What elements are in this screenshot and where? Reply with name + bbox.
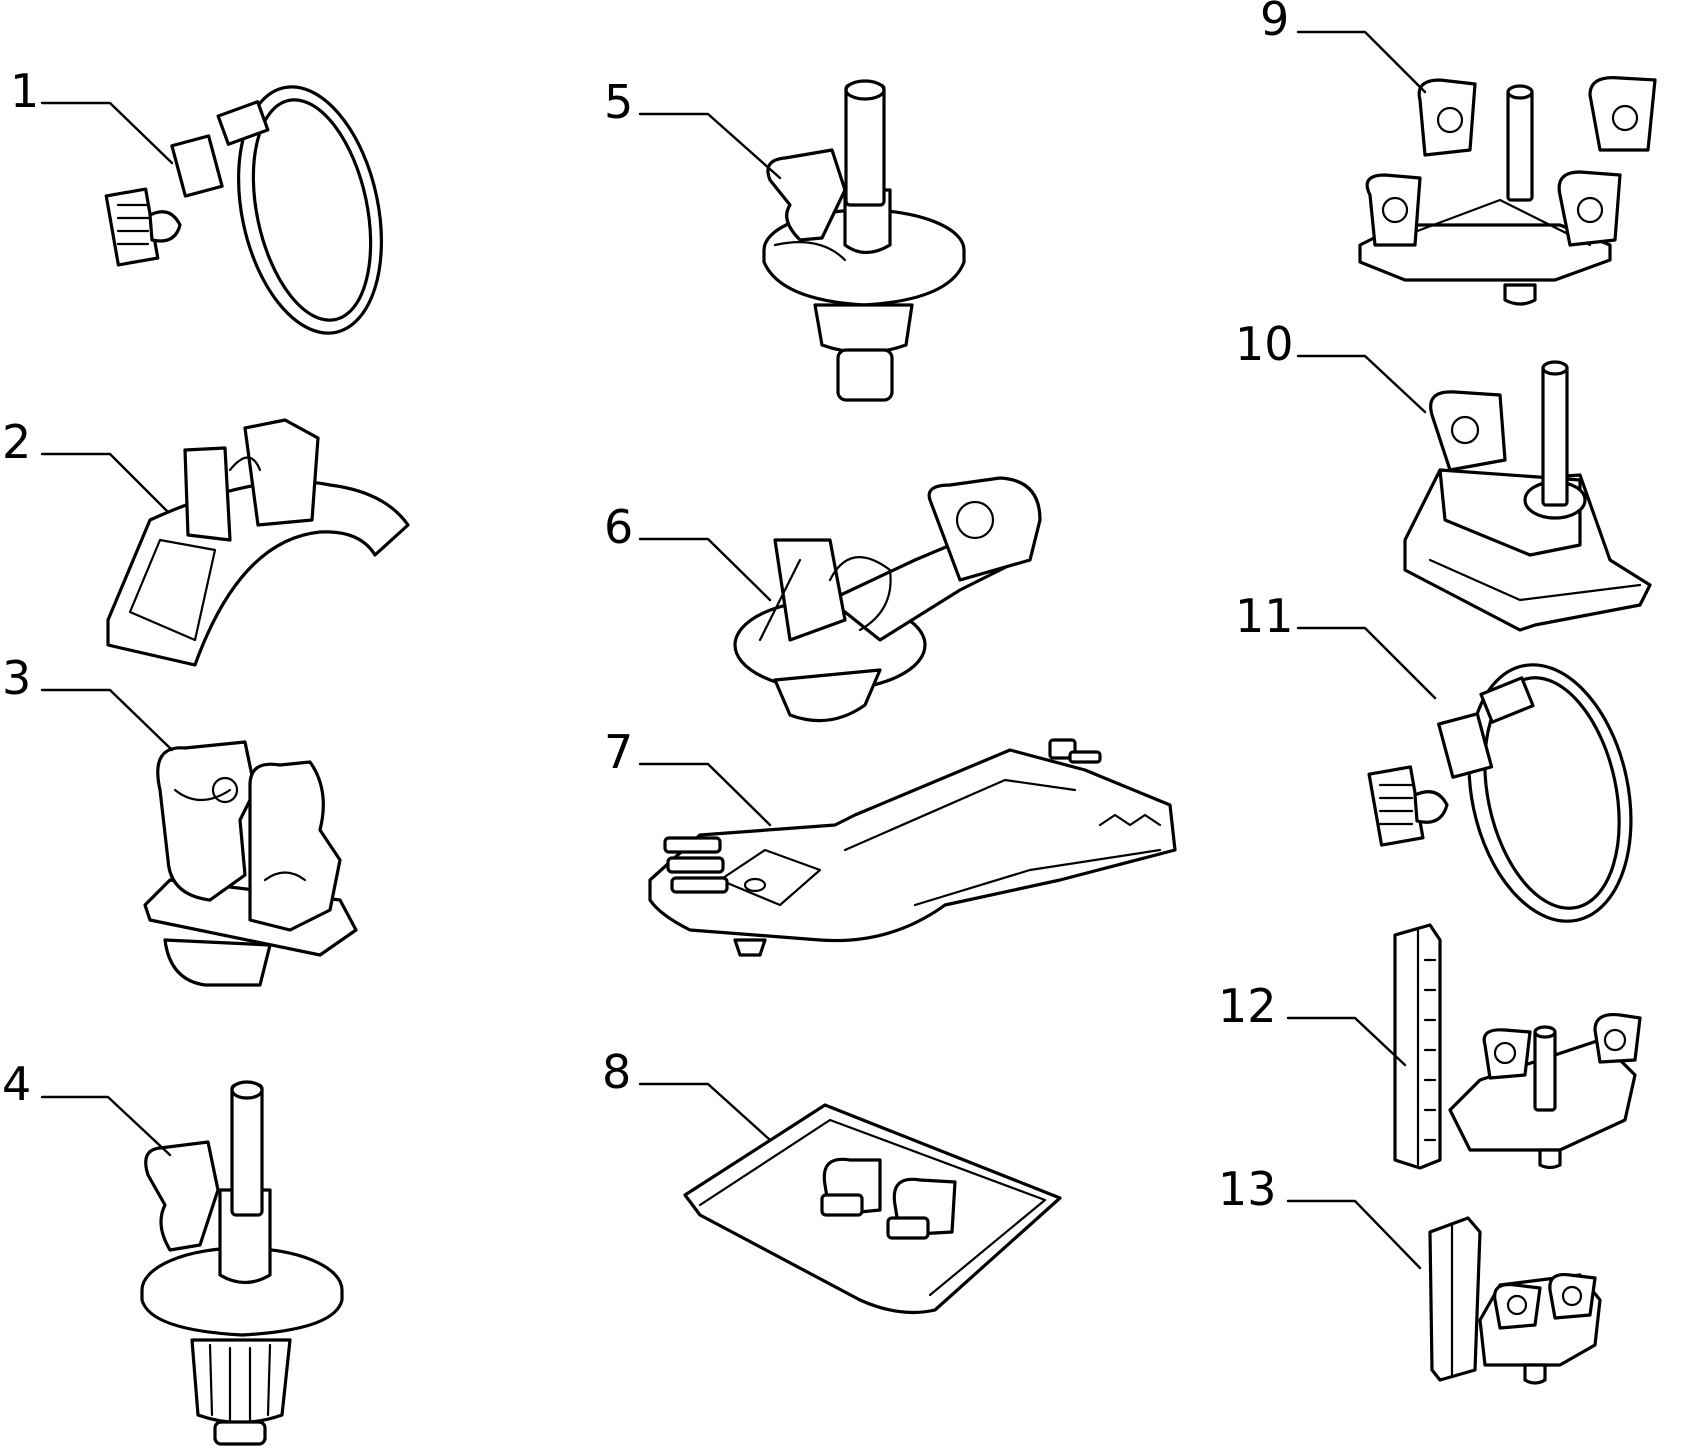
callout-7: 7 xyxy=(604,725,633,779)
part-12-comb-bracket xyxy=(1393,923,1642,1170)
leader-2 xyxy=(40,452,170,514)
leader-6 xyxy=(638,537,772,602)
leader-8 xyxy=(638,1082,772,1142)
callout-12: 12 xyxy=(1218,979,1277,1033)
part-9-octagonal-multi-clip xyxy=(1358,76,1657,306)
leader-11 xyxy=(1296,626,1437,700)
part-1-hose-clamp xyxy=(104,85,384,335)
leader-9 xyxy=(1296,30,1427,94)
callout-3: 3 xyxy=(2,651,31,705)
leader-7 xyxy=(638,762,772,827)
callout-2: 2 xyxy=(2,415,31,469)
callout-5: 5 xyxy=(604,75,633,129)
callout-8: 8 xyxy=(602,1045,631,1099)
part-10-base-with-clip xyxy=(1403,360,1652,632)
part-11-hose-clamp xyxy=(1367,663,1633,923)
callout-1: 1 xyxy=(10,64,39,118)
callout-4: 4 xyxy=(2,1057,31,1111)
leader-3 xyxy=(40,688,174,752)
leader-4 xyxy=(40,1095,172,1157)
part-5-pin-mount xyxy=(762,79,966,402)
part-8-tray-with-clips xyxy=(683,1103,1062,1315)
callout-11: 11 xyxy=(1235,589,1294,643)
part-13-side-bracket xyxy=(1428,1216,1602,1385)
part-4-pin-mount-ribbed xyxy=(140,1080,344,1446)
callout-6: 6 xyxy=(604,500,633,554)
part-6-multi-clip-bracket xyxy=(733,476,1042,723)
part-7-channel-bracket xyxy=(648,738,1177,957)
leader-12 xyxy=(1286,1016,1407,1067)
callout-9: 9 xyxy=(1260,0,1289,46)
leader-13 xyxy=(1286,1199,1422,1270)
leader-10 xyxy=(1296,354,1427,414)
part-2-arched-clip xyxy=(106,418,410,667)
part-3-double-pipe-clip xyxy=(143,740,358,987)
callout-10: 10 xyxy=(1235,317,1294,371)
leader-5 xyxy=(638,112,782,180)
callout-13: 13 xyxy=(1218,1162,1277,1216)
leader-1 xyxy=(40,101,174,165)
